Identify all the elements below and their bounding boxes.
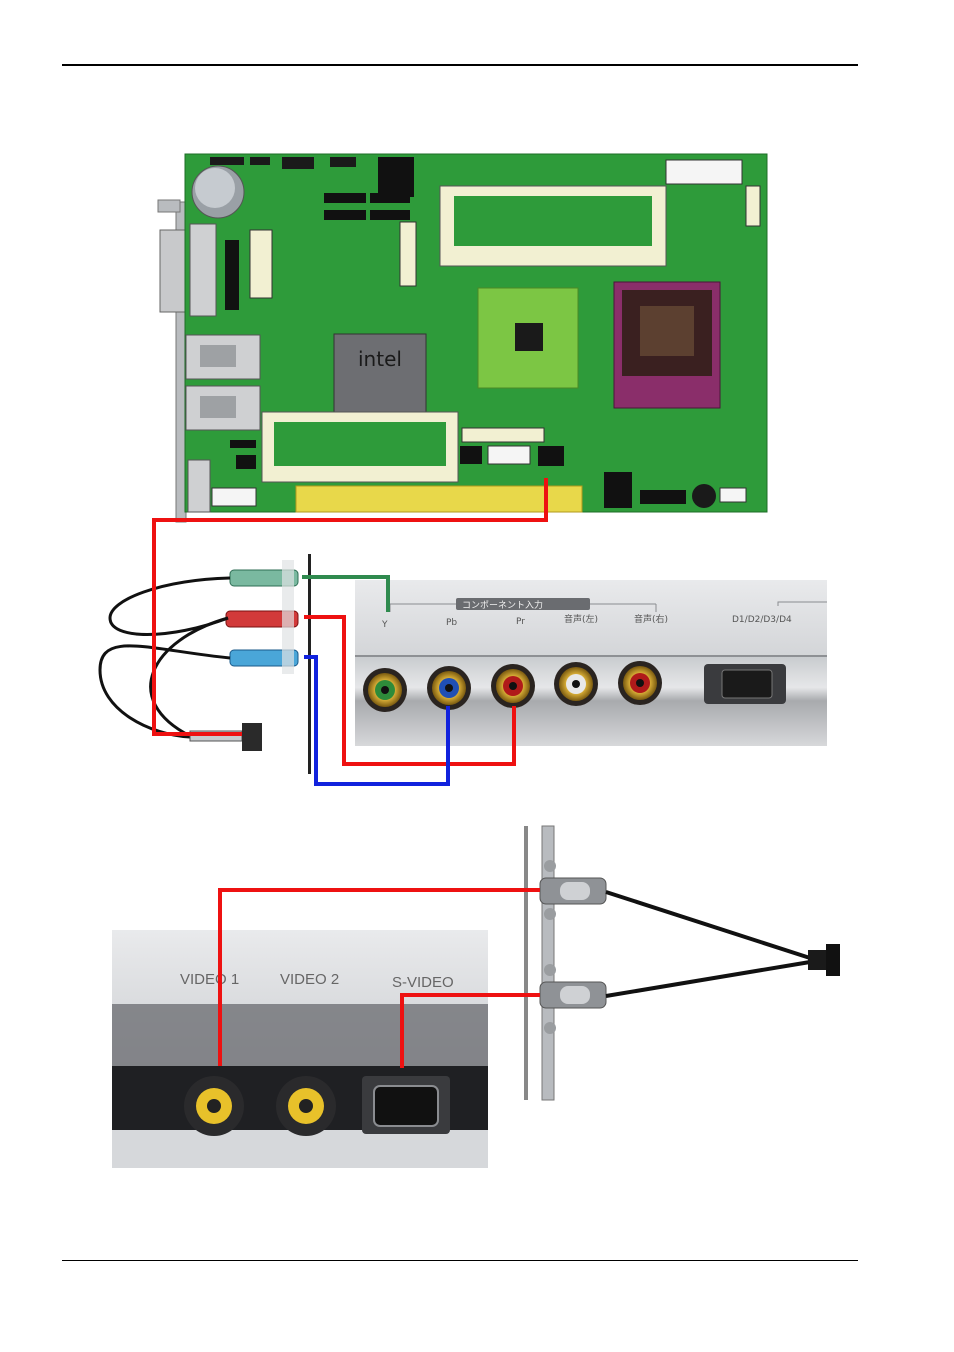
component-wires	[152, 478, 548, 786]
motherboard: intel	[157, 153, 768, 523]
jack-pb	[427, 666, 471, 710]
label-audio-left: 音声(左)	[564, 613, 598, 625]
jack-video-2	[276, 1076, 336, 1136]
d-terminal	[704, 664, 786, 704]
southbridge-chip	[333, 333, 427, 419]
label-audio-right: 音声(右)	[634, 613, 668, 625]
red-wire-svideo	[400, 993, 540, 1068]
header-rule	[62, 64, 858, 66]
red-wire-header	[152, 478, 548, 736]
svideo-cable-header	[826, 944, 840, 976]
label-s-video: S-VIDEO	[392, 974, 454, 991]
component-cable	[98, 554, 311, 774]
dvi-connector	[159, 229, 187, 313]
red-wire-pr	[304, 615, 516, 766]
video-wires	[218, 888, 540, 1068]
cable	[108, 576, 231, 636]
footer-rule	[62, 1260, 858, 1261]
label-y: Y	[381, 620, 388, 630]
label-video-1: VIDEO 1	[180, 971, 239, 988]
label-video-2: VIDEO 2	[280, 971, 339, 988]
ide-connector	[461, 427, 545, 443]
tv-out-header	[538, 446, 564, 466]
svideo-bracket	[524, 825, 840, 1101]
tv-video-panel: VIDEO 1 VIDEO 2 S-VIDEO	[112, 930, 488, 1168]
label-pr: Pr	[516, 617, 525, 627]
component-header	[456, 598, 590, 610]
label-pb: Pb	[446, 618, 457, 628]
jack-pr	[491, 664, 535, 708]
jack-audio-right	[618, 661, 662, 705]
internal-connector	[242, 723, 262, 751]
pci-edge-connector	[295, 485, 583, 513]
blue-wire-pb	[304, 655, 450, 786]
jack-video-1	[184, 1076, 244, 1136]
green-wire	[302, 575, 390, 612]
tv-component-panel: コンポーネント入力 Y Pb Pr 音声(左) 音声(右) D1/D2/D3/D…	[355, 580, 827, 746]
label-d-terminal: D1/D2/D3/D4	[732, 615, 792, 625]
jack-y	[363, 668, 407, 712]
red-wire-video1	[218, 888, 540, 1066]
svg-text:コンポーネント入力: コンポーネント入力	[462, 599, 543, 611]
jack-s-video	[362, 1076, 450, 1134]
jack-audio-left	[554, 662, 598, 706]
intel-logo: intel	[358, 347, 402, 371]
